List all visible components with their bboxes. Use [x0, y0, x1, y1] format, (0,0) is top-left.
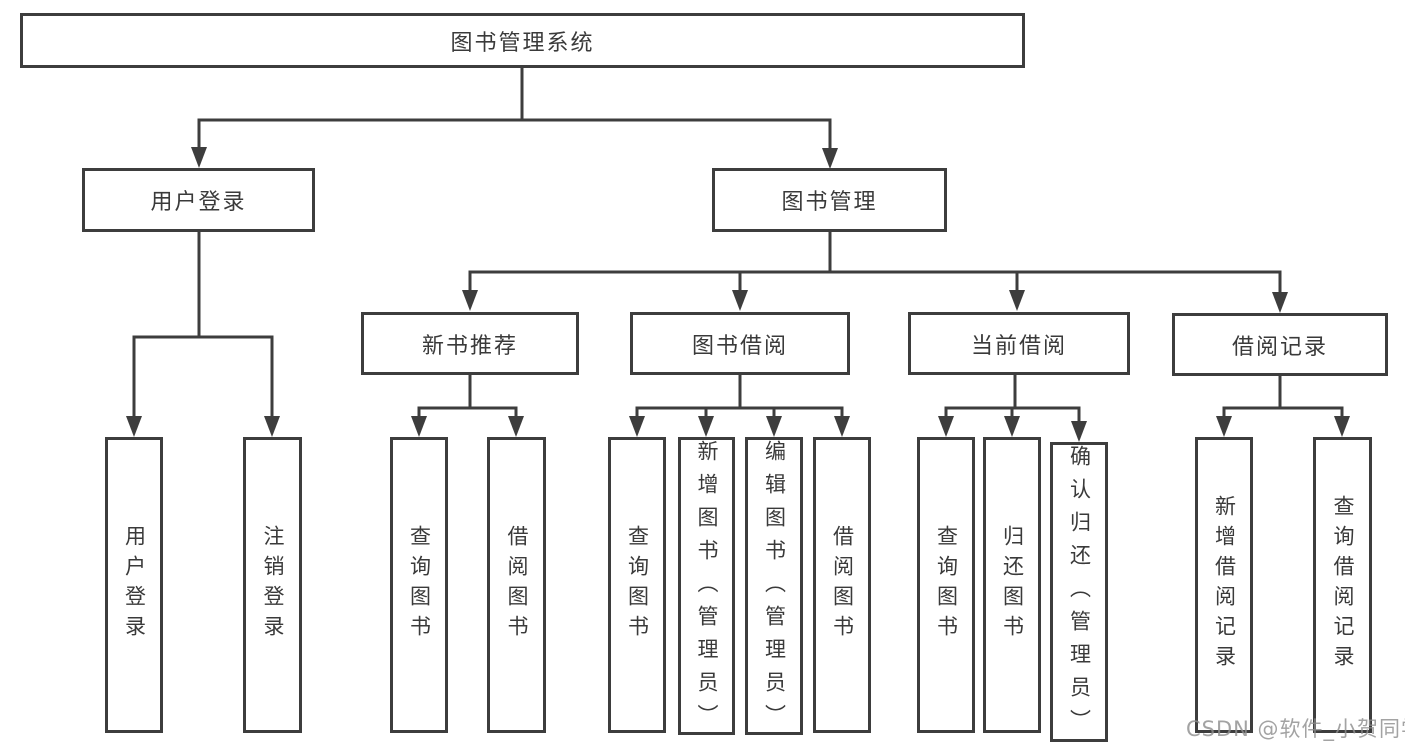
node-book-management: 图书管理	[712, 168, 947, 232]
node-borrow-records: 借阅记录	[1172, 313, 1388, 376]
leaf-query-books-recommend: 查询图书	[390, 437, 448, 733]
leaf-query-books-borrow: 查询图书	[608, 437, 666, 733]
leaf-edit-book-admin: 编辑图书（管理员）	[745, 437, 803, 737]
leaf-confirm-return-admin: 确认归还（管理员）	[1050, 442, 1108, 742]
leaf-query-books-current: 查询图书	[917, 437, 975, 733]
leaf-logout: 注销登录	[243, 437, 302, 733]
leaf-user-login: 用户登录	[105, 437, 163, 733]
leaf-borrow-books: 借阅图书	[813, 437, 871, 733]
leaf-add-borrow-record: 新增借阅记录	[1195, 437, 1253, 733]
node-new-book-recommend: 新书推荐	[361, 312, 579, 375]
leaf-return-books: 归还图书	[983, 437, 1041, 733]
leaf-add-book-admin: 新增图书（管理员）	[678, 437, 735, 737]
node-root: 图书管理系统	[20, 13, 1025, 68]
node-user-login: 用户登录	[82, 168, 315, 232]
node-current-borrow: 当前借阅	[908, 312, 1130, 375]
node-book-borrow: 图书借阅	[630, 312, 850, 375]
leaf-query-borrow-record: 查询借阅记录	[1313, 437, 1372, 733]
leaf-borrow-books-recommend: 借阅图书	[487, 437, 546, 733]
watermark: CSDN @软件_小贺同学	[1186, 717, 1405, 741]
